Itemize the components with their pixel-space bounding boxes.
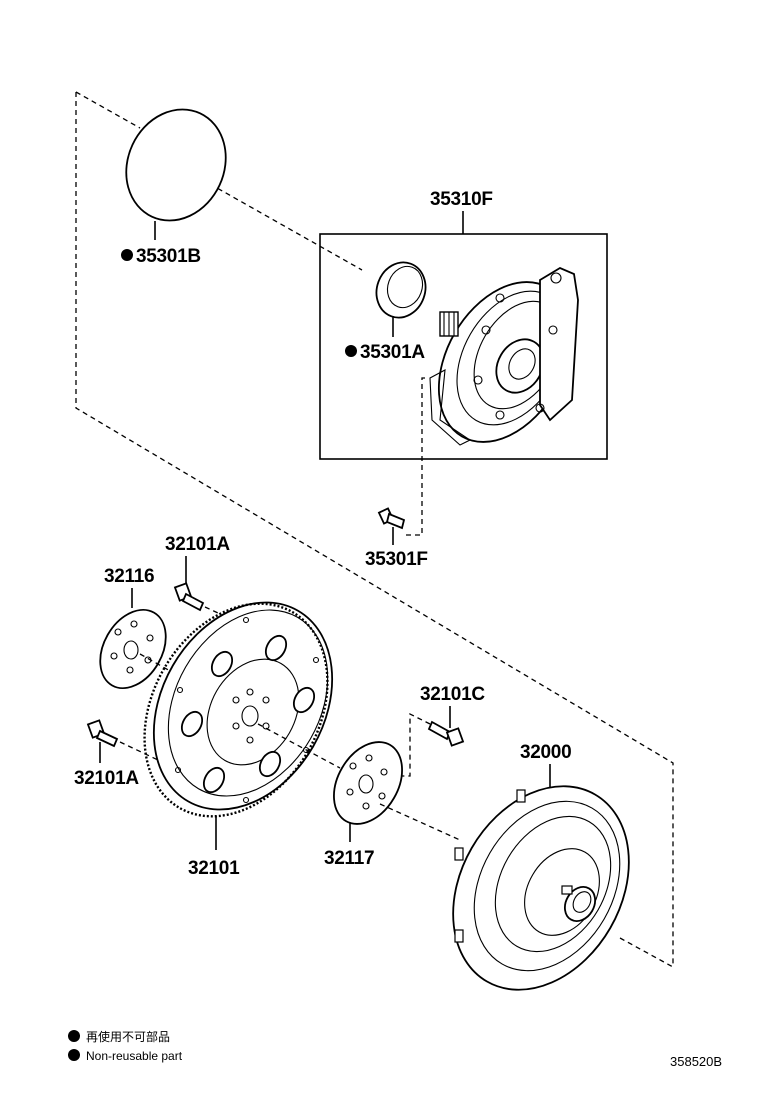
assembly-outline — [75, 91, 674, 968]
non-reusable-dot — [121, 249, 133, 261]
label-32116: 32116 — [104, 566, 154, 587]
non-reusable-dot-icon — [68, 1049, 80, 1061]
bolt-32101A-top: 32101A — [165, 534, 231, 614]
drive-plate-32101: 32101 — [143, 601, 341, 879]
label-32101A-top: 32101A — [165, 534, 230, 555]
label-35301B: 35301B — [136, 246, 201, 267]
label-35301A: 35301A — [360, 342, 425, 363]
label-35310F: 35310F — [430, 189, 493, 210]
oil-pump-body — [429, 266, 579, 446]
spacer-plate-32117: 32117 — [324, 741, 461, 869]
label-32101C: 32101C — [420, 684, 485, 705]
legend-en: Non-reusable part — [86, 1049, 183, 1063]
document-id: 358520B — [670, 1054, 722, 1069]
torque-converter-32000: 32000 — [452, 742, 630, 991]
bolt-32101A-bottom: 32101A — [74, 719, 159, 789]
legend: 再使用不可部品 Non-reusable part — [68, 1029, 183, 1063]
oil-seal-35301A: 35301A — [345, 261, 427, 363]
non-reusable-dot — [345, 345, 357, 357]
label-32117: 32117 — [324, 848, 374, 869]
non-reusable-dot-icon — [68, 1030, 80, 1042]
label-35301F: 35301F — [365, 549, 428, 570]
spacer-plate-32116: 32116 — [99, 566, 233, 707]
legend-jp: 再使用不可部品 — [86, 1029, 170, 1044]
label-32101A-bottom: 32101A — [74, 768, 139, 789]
label-32101: 32101 — [188, 858, 240, 879]
bolt-32101C: 32101C — [398, 684, 486, 777]
label-32000: 32000 — [520, 742, 571, 763]
oil-pump-assembly-35310F: 35310F 35301A — [319, 189, 608, 460]
o-ring-35301B: 35301B — [121, 108, 227, 267]
bolt-35301F: 35301F — [365, 377, 428, 570]
